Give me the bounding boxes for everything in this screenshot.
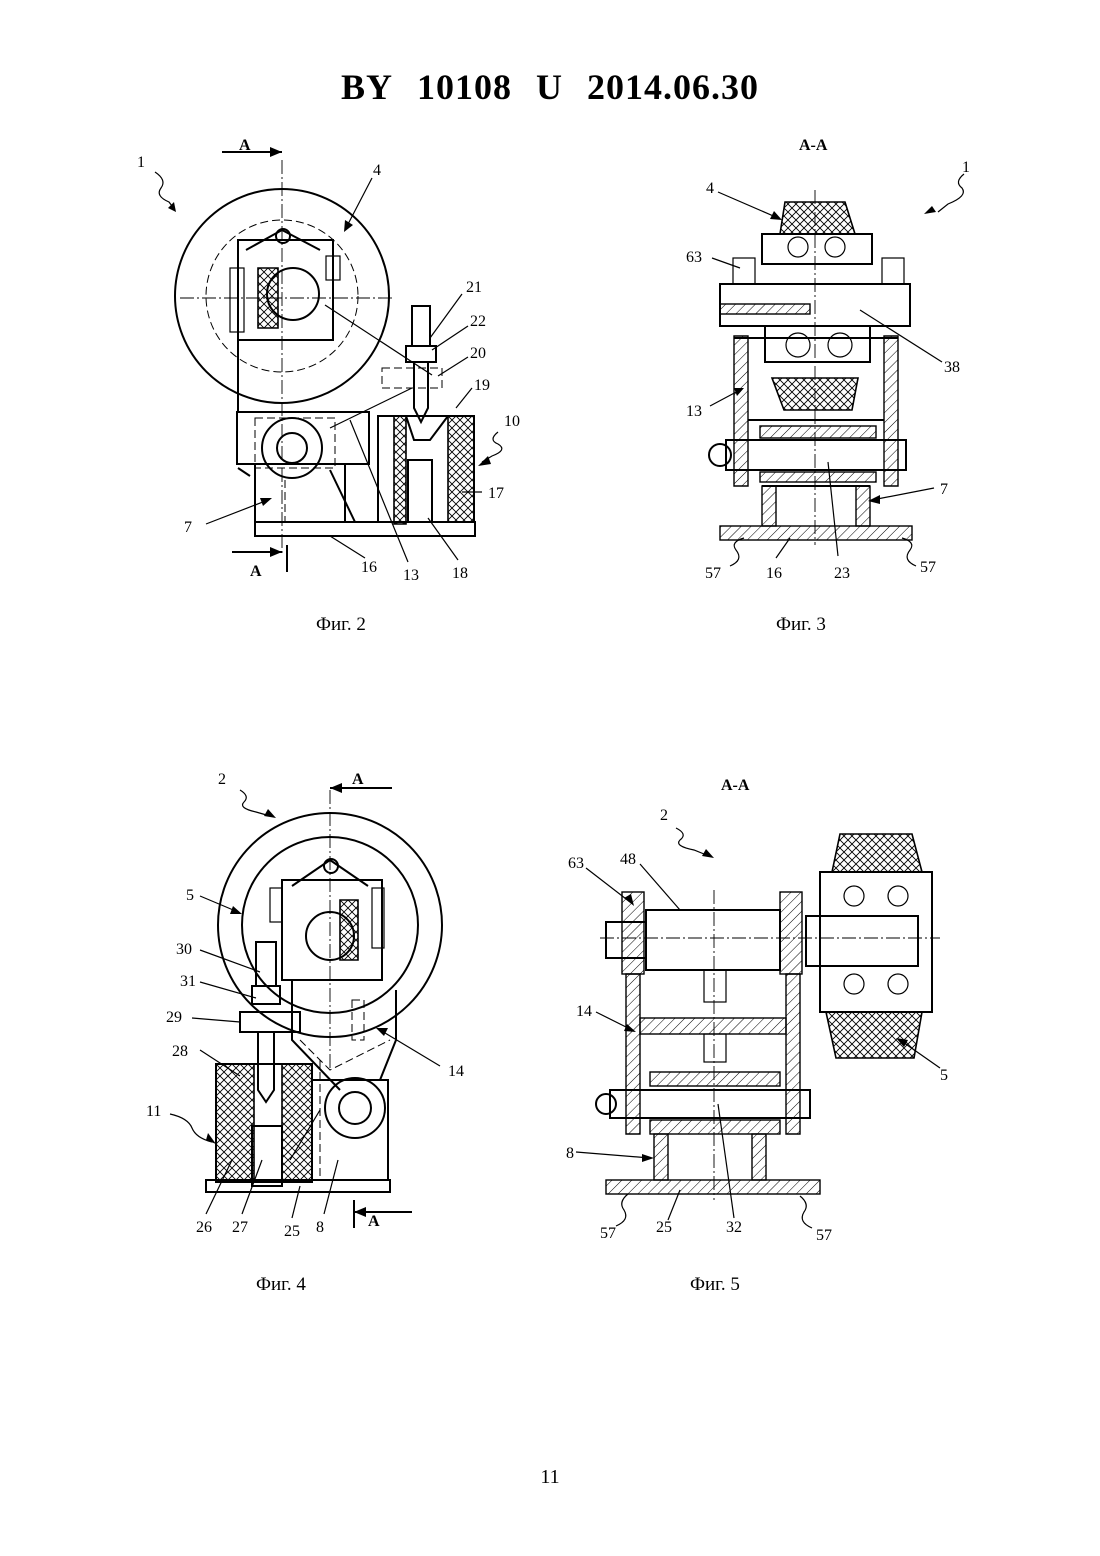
figure-2-labels: A A 1 4 21 22 20 19 10 17 18 13 16 7 Фиг… [137,137,520,635]
figure-5-drawing [576,828,940,1228]
fig4-section-mark-bottom: A [368,1213,380,1230]
fig4-label: 2 [218,771,226,788]
fig5-label: 2 [660,807,668,824]
fig4-label: 5 [186,887,194,904]
fig2-section-mark-bottom: A [250,563,262,580]
fig2-label: 20 [470,345,486,362]
fig5-label: 25 [656,1219,672,1236]
fig5-section-title: A-A [721,777,750,794]
fig2-label: 7 [184,519,192,536]
fig3-label: 23 [834,565,850,582]
fig2-caption: Фиг. 2 [316,614,366,635]
fig4-label: 31 [180,973,196,990]
fig3-label: 13 [686,403,702,420]
fig4-label: 30 [176,941,192,958]
fig2-label: 10 [504,413,520,430]
fig2-label: 4 [373,162,381,179]
fig4-section-mark-top: A [352,771,364,788]
fig3-label: 4 [706,180,714,197]
page-number: 11 [0,1466,1100,1489]
fig4-label: 26 [196,1219,212,1236]
fig5-label: 57 [600,1225,616,1242]
fig4-label: 27 [232,1219,248,1236]
fig5-label: 48 [620,851,636,868]
fig4-label: 28 [172,1043,188,1060]
fig4-label: 25 [284,1223,300,1240]
fig5-label: 32 [726,1219,742,1236]
fig2-label: 1 [137,154,145,171]
fig2-label: 18 [452,565,468,582]
fig3-section-title: A-A [799,137,828,154]
fig3-label: 57 [920,559,936,576]
figure-2-drawing [155,147,502,572]
fig3-label: 7 [940,481,948,498]
fig4-label: 11 [146,1103,161,1120]
figure-3-drawing [709,174,964,566]
fig2-section-mark-top: A [239,137,251,154]
fig3-label: 38 [944,359,960,376]
fig5-label: 5 [940,1067,948,1084]
fig5-caption: Фиг. 5 [690,1274,740,1295]
fig4-label: 8 [316,1219,324,1236]
fig5-label: 57 [816,1227,832,1244]
fig4-label: 29 [166,1009,182,1026]
fig5-label: 14 [576,1003,592,1020]
fig2-label: 21 [466,279,482,296]
fig3-label: 63 [686,249,702,266]
figure-4-labels: A A 2 5 30 31 29 28 14 11 26 27 25 8 Фиг… [146,771,464,1295]
fig2-label: 13 [403,567,419,584]
fig4-label: 14 [448,1063,464,1080]
fig5-label: 63 [568,855,584,872]
fig4-caption: Фиг. 4 [256,1274,306,1295]
fig2-label: 16 [361,559,377,576]
fig3-label: 1 [962,159,970,176]
fig2-label: 22 [470,313,486,330]
fig3-label: 16 [766,565,782,582]
fig3-label: 57 [705,565,721,582]
fig2-label: 19 [474,377,490,394]
fig3-caption: Фиг. 3 [776,614,826,635]
fig2-label: 17 [488,485,504,502]
figure-4-drawing [170,783,442,1228]
fig5-label: 8 [566,1145,574,1162]
